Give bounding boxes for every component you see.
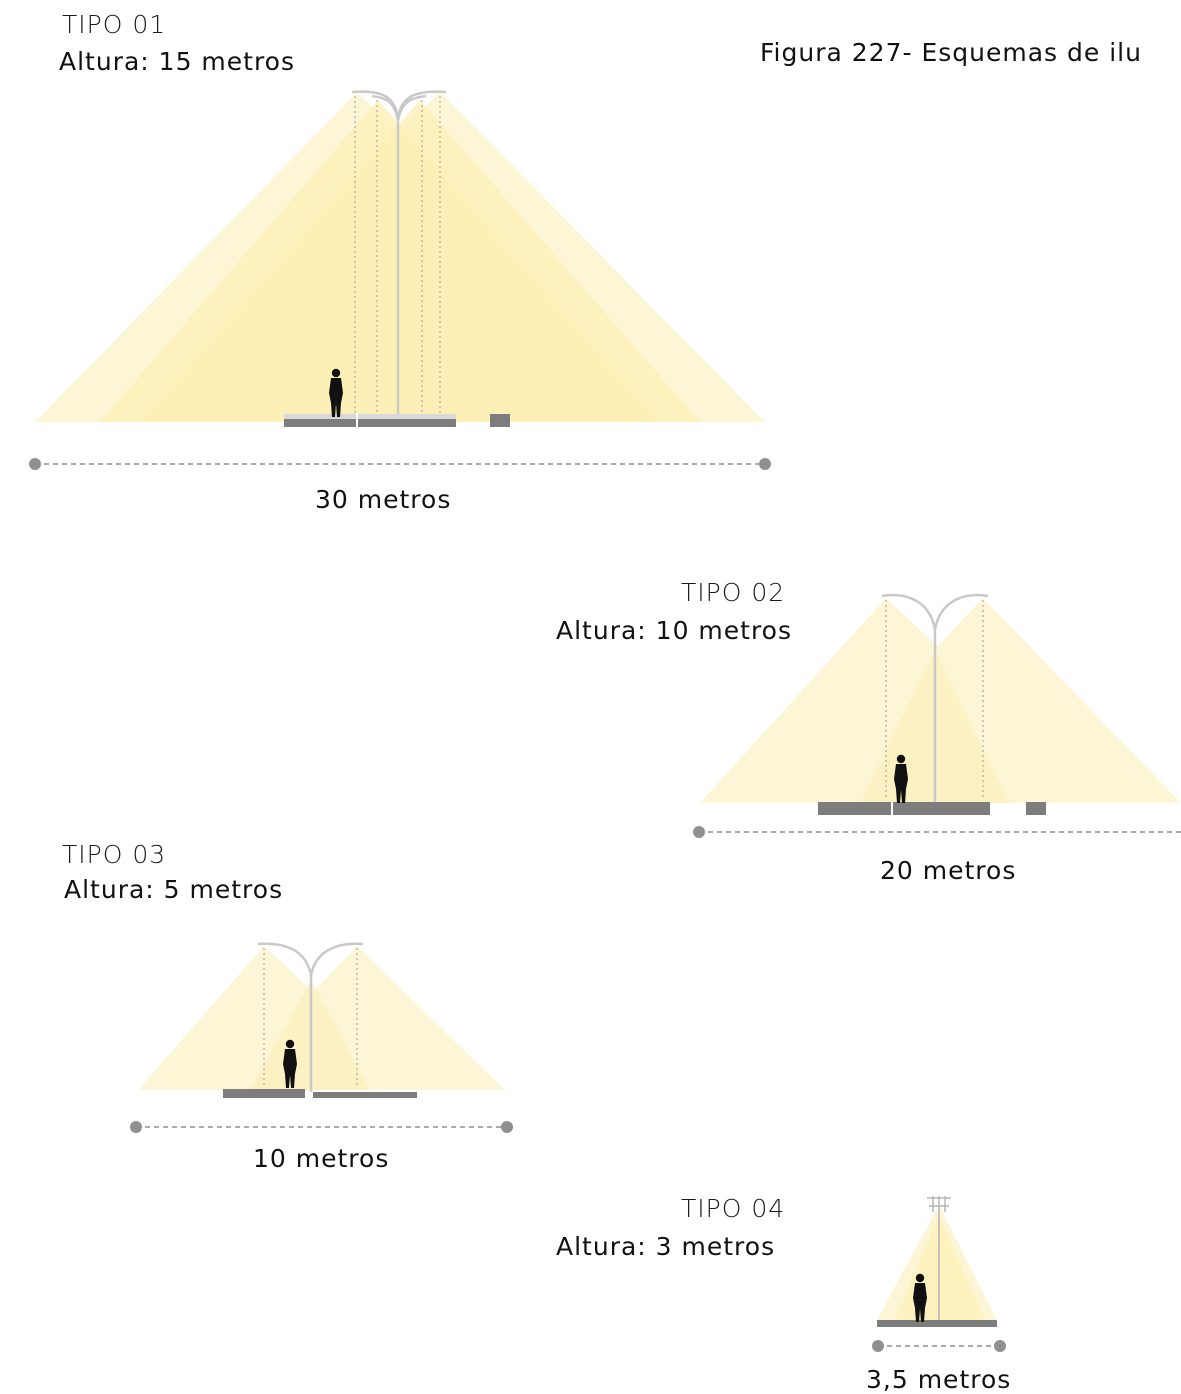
tipo-02-span: 20 metros [880, 856, 1017, 885]
dimension-line-02 [693, 826, 1181, 838]
tipo-01-span: 30 metros [315, 485, 452, 514]
tipo-03-height: Altura: 5 metros [64, 875, 284, 904]
lamp-post-04 [927, 1196, 951, 1320]
tipo-02-height: Altura: 10 metros [556, 616, 793, 645]
dimension-line-04 [872, 1340, 1006, 1352]
tipo-02-title: TIPO 02 [681, 578, 786, 607]
tipo-02-diagram [693, 593, 1181, 838]
dimension-line-03 [130, 1121, 513, 1133]
tipo-04-height: Altura: 3 metros [556, 1232, 776, 1261]
ground-01 [284, 413, 510, 427]
dimension-line-01 [29, 458, 771, 470]
tipo-03-diagram [130, 942, 513, 1133]
ground-04 [877, 1320, 997, 1327]
lamp-post-02 [881, 593, 989, 803]
projection-lines-01 [354, 96, 441, 418]
projection-lines-02 [885, 600, 984, 800]
tipo-04-span: 3,5 metros [866, 1365, 1012, 1394]
ground-02 [818, 801, 1046, 816]
tipo-01-height: Altura: 15 metros [59, 47, 296, 76]
tipo-03-title: TIPO 03 [62, 840, 167, 869]
tipo-04-title: TIPO 04 [681, 1194, 786, 1223]
tipo-01-diagram [29, 90, 771, 470]
lamp-post-01 [351, 90, 447, 418]
ground-03 [223, 1089, 417, 1098]
light-cone-01d [140, 100, 700, 422]
tipo-01-title: TIPO 01 [62, 10, 167, 39]
tipo-03-span: 10 metros [253, 1144, 390, 1173]
tipo-04-diagram [872, 1196, 1006, 1352]
figure-caption: Figura 227- Esquemas de ilu [760, 38, 1142, 67]
projection-lines-03 [263, 948, 358, 1088]
lamp-post-03 [257, 942, 364, 1092]
